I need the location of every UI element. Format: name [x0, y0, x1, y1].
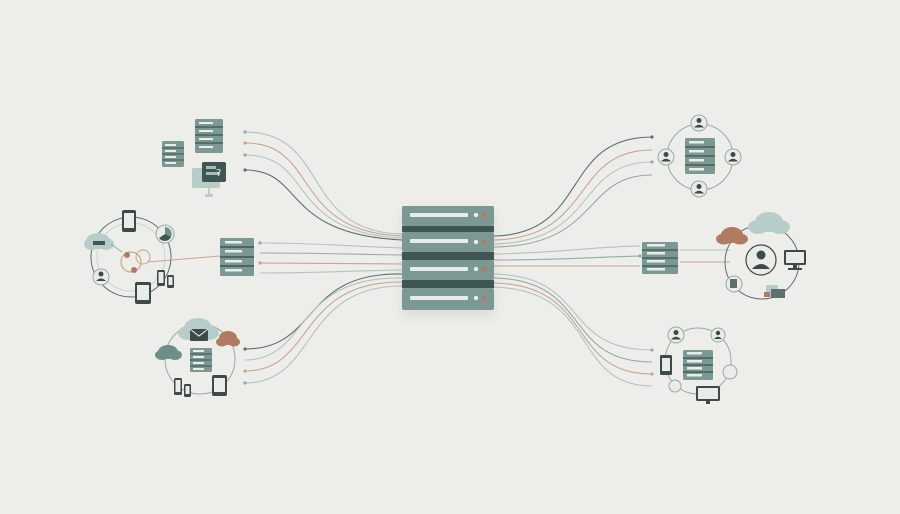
connection-lines [244, 131, 730, 387]
server-rack-icon [162, 141, 184, 167]
connector-line [493, 136, 653, 237]
connector-line [493, 277, 653, 363]
phone-icon [174, 378, 191, 397]
cloud-icon [155, 345, 182, 360]
cloud-icon [748, 212, 790, 234]
user-icon [690, 180, 708, 198]
user-icon [667, 326, 685, 344]
tablet-icon [122, 210, 136, 232]
server-rack-icon [220, 238, 254, 276]
user-icon [668, 379, 682, 393]
user-icon [745, 244, 777, 276]
connector-line [244, 281, 403, 372]
svg-text:?: ? [216, 168, 221, 179]
connector-line [244, 285, 403, 384]
help-desk-icon: ? [192, 162, 226, 197]
connector-line [244, 277, 403, 361]
phone-icon [157, 270, 174, 288]
tablet-icon [212, 375, 227, 396]
user-icon [690, 114, 708, 132]
connector-line [493, 255, 641, 261]
node-bottom-right [660, 326, 738, 404]
node-mid-right [642, 212, 806, 300]
node-top-right [657, 114, 742, 198]
connector-line [493, 245, 641, 255]
server-rack-icon [195, 119, 223, 153]
cloud-icon [216, 331, 240, 347]
server-rack-icon [402, 206, 494, 310]
mail-icon [189, 328, 209, 341]
document-icon [725, 275, 785, 298]
connector-line [244, 142, 403, 237]
connector-line [259, 269, 403, 274]
connector-line [244, 169, 403, 241]
user-icon [657, 148, 675, 166]
user-icon [722, 364, 738, 380]
connector-line [493, 161, 653, 245]
user-icon [724, 148, 742, 166]
cloud-icon [716, 227, 748, 245]
connector-line [259, 252, 403, 256]
connector-line [244, 154, 403, 239]
user-icon [92, 268, 110, 286]
connector-line [493, 273, 653, 351]
node-bottom-left [155, 318, 240, 397]
server-rack-icon [685, 138, 715, 174]
cloud-icon [84, 233, 114, 250]
phone-icon [660, 355, 672, 375]
monitor-icon [784, 250, 806, 270]
central-server [402, 206, 494, 310]
node-top-left: ? [162, 119, 226, 197]
connector-line [493, 286, 653, 387]
connector-line [244, 131, 403, 235]
server-rack-icon [683, 350, 713, 380]
chart-icon [155, 224, 175, 244]
connector-line [493, 282, 653, 375]
server-rack-icon [190, 348, 212, 372]
server-rack-icon [642, 242, 678, 274]
monitor-icon [696, 386, 720, 404]
user-icon [710, 327, 726, 343]
connector-line [259, 242, 403, 249]
connector-line [493, 149, 653, 241]
connector-line [259, 262, 403, 265]
connector-dots [243, 130, 654, 385]
tablet-icon [135, 282, 151, 304]
connector-line [244, 273, 403, 350]
node-mid-left [84, 210, 254, 304]
connector-line [493, 174, 653, 248]
